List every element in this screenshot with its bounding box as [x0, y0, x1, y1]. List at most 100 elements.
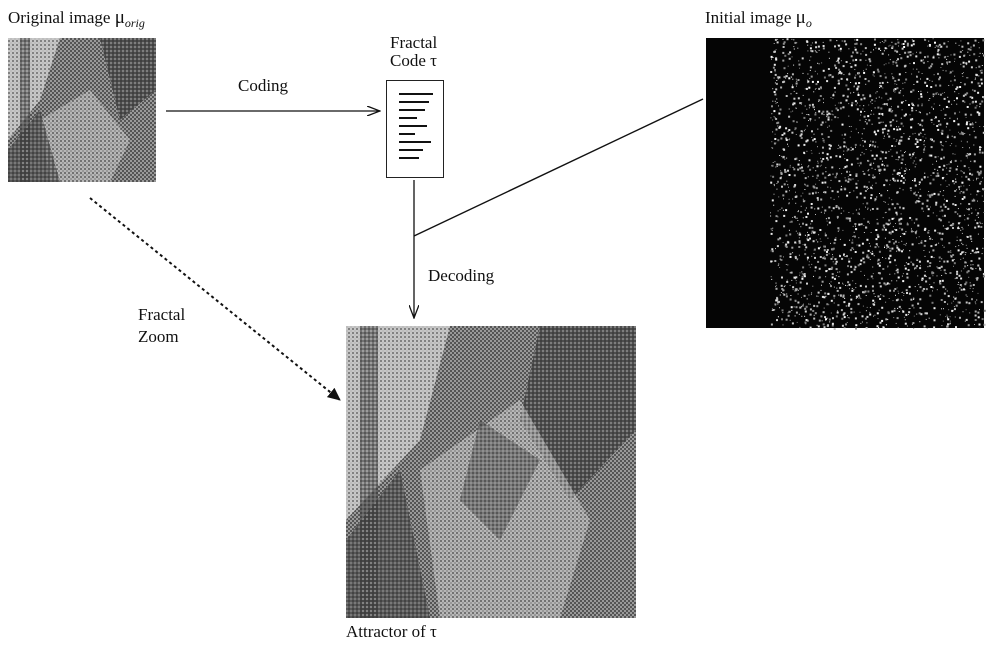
noise-pixel: [956, 291, 958, 293]
noise-pixel: [791, 76, 793, 78]
noise-pixel: [808, 107, 810, 109]
noise-pixel: [783, 256, 784, 258]
noise-pixel: [896, 126, 897, 128]
noise-pixel: [979, 172, 982, 175]
noise-pixel: [960, 170, 962, 172]
noise-pixel: [867, 290, 870, 293]
noise-pixel: [960, 288, 963, 291]
noise-pixel: [801, 277, 804, 280]
noise-pixel: [896, 120, 898, 122]
noise-pixel: [932, 275, 934, 277]
noise-pixel: [945, 199, 948, 202]
noise-pixel: [954, 180, 957, 183]
noise-pixel: [928, 191, 930, 192]
noise-pixel: [795, 202, 797, 204]
noise-pixel: [962, 65, 965, 68]
noise-pixel: [816, 324, 818, 326]
noise-pixel: [866, 122, 868, 125]
noise-pixel: [903, 295, 905, 296]
noise-pixel: [775, 282, 777, 284]
noise-pixel: [982, 200, 984, 202]
noise-pixel: [976, 278, 979, 281]
noise-pixel: [836, 215, 839, 218]
noise-pixel: [826, 250, 828, 253]
noise-pixel: [948, 170, 951, 172]
noise-pixel: [785, 209, 788, 212]
noise-pixel: [890, 149, 892, 151]
noise-pixel: [837, 148, 839, 149]
noise-pixel: [865, 119, 867, 121]
noise-pixel: [813, 253, 815, 255]
noise-pixel: [833, 294, 836, 297]
noise-pixel: [944, 214, 946, 217]
noise-pixel: [924, 240, 927, 242]
noise-pixel: [908, 292, 911, 295]
noise-pixel: [860, 43, 863, 46]
noise-pixel: [921, 119, 924, 122]
noise-pixel: [830, 179, 832, 181]
noise-pixel: [873, 43, 876, 46]
noise-pixel: [893, 169, 896, 172]
noise-pixel: [947, 316, 948, 318]
noise-pixel: [940, 157, 943, 160]
noise-pixel: [932, 96, 934, 98]
noise-pixel: [785, 318, 788, 321]
noise-pixel: [854, 317, 857, 320]
noise-pixel: [882, 114, 884, 116]
noise-pixel: [886, 284, 888, 285]
noise-pixel: [870, 197, 872, 200]
noise-pixel: [790, 93, 792, 95]
noise-pixel: [842, 282, 843, 284]
noise-pixel: [773, 142, 776, 145]
noise-pixel: [941, 279, 944, 282]
noise-pixel: [897, 248, 900, 251]
noise-pixel: [832, 114, 834, 116]
noise-pixel: [872, 71, 875, 74]
noise-pixel: [837, 117, 839, 119]
noise-pixel: [893, 128, 896, 131]
noise-pixel: [921, 73, 923, 74]
noise-pixel: [782, 194, 785, 197]
noise-pixel: [842, 94, 845, 97]
noise-pixel: [788, 115, 791, 118]
noise-pixel: [897, 39, 899, 41]
noise-pixel: [912, 103, 914, 106]
noise-pixel: [948, 221, 950, 223]
noise-pixel: [811, 255, 813, 257]
noise-pixel: [949, 72, 951, 74]
noise-pixel: [828, 304, 830, 306]
noise-pixel: [891, 121, 893, 123]
noise-pixel: [921, 240, 923, 242]
noise-pixel: [785, 137, 788, 140]
noise-pixel: [811, 152, 813, 154]
noise-pixel: [884, 47, 887, 50]
noise-pixel: [867, 256, 870, 259]
noise-pixel: [811, 80, 814, 83]
noise-pixel: [916, 265, 918, 268]
noise-pixel: [913, 297, 915, 299]
noise-pixel: [960, 160, 962, 162]
noise-pixel: [887, 319, 889, 320]
noise-pixel: [894, 240, 897, 243]
noise-pixel: [808, 264, 810, 266]
noise-pixel: [847, 304, 850, 307]
noise-pixel: [786, 38, 789, 41]
noise-pixel: [787, 184, 789, 186]
noise-pixel: [794, 158, 797, 161]
noise-pixel: [806, 298, 808, 300]
noise-pixel: [801, 296, 802, 298]
noise-pixel: [809, 168, 812, 171]
noise-pixel: [828, 173, 831, 176]
noise-pixel: [962, 228, 964, 230]
noise-pixel: [809, 69, 811, 71]
noise-pixel: [910, 261, 912, 263]
noise-pixel: [817, 192, 819, 194]
noise-pixel: [910, 230, 913, 233]
noise-pixel: [850, 92, 852, 94]
noise-pixel: [841, 207, 843, 209]
noise-pixel: [875, 47, 877, 49]
noise-pixel: [970, 264, 972, 266]
noise-pixel: [807, 239, 810, 242]
noise-pixel: [840, 309, 843, 312]
noise-pixel: [980, 82, 983, 85]
